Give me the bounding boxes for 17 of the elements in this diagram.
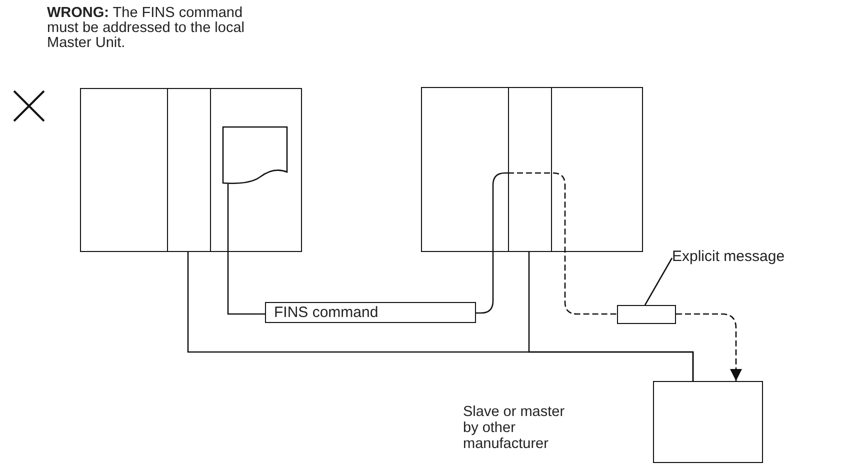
master-unit-slot	[508, 87, 552, 252]
message-route	[508, 172, 617, 315]
device-box	[653, 381, 763, 463]
leader-line	[644, 258, 673, 306]
document-icon	[222, 126, 288, 184]
connector-line	[476, 172, 508, 314]
message-box	[617, 305, 676, 324]
device-caption: Slave or master by other manufacturer	[463, 404, 566, 452]
plc-rack	[80, 88, 302, 252]
connector-line	[227, 184, 265, 315]
connector-line	[528, 252, 694, 381]
message-route	[676, 313, 742, 381]
plc-rack	[421, 87, 643, 252]
message-box: FINS command	[265, 302, 476, 323]
master-unit-slot	[167, 88, 211, 252]
callout-text: Explicit message	[672, 248, 785, 265]
note-text: WRONG: The FINS command must be addressed to the local Master Unit.	[47, 6, 246, 51]
